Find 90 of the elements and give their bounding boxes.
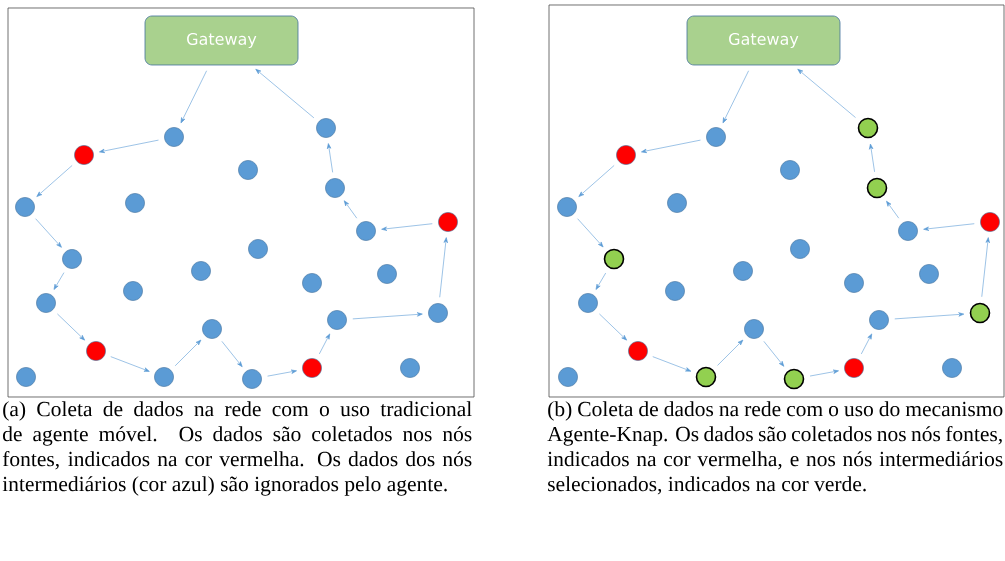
sensor-node [164,127,184,147]
sensor-node [706,127,726,147]
sensor-node [898,221,918,241]
sensor-node [665,281,685,301]
arrow [110,356,150,372]
sensor-node [74,145,94,165]
sensor-node [15,197,35,217]
arrow [326,143,333,173]
arrow [319,333,331,355]
arrow [180,70,207,124]
arrow [35,218,62,248]
arrow [797,68,856,118]
sensor-node [558,367,578,387]
sensor-node [302,358,322,378]
caption: (a) Coleta de dados na rede com o uso tradicional de agente móvel. Os dados são coletados nos nós fontes, indicados na cor vermelha. Os dados dos nós intermediários (cor azul) são ignorados pelo agente. [2,401,472,496]
panel-frame [548,4,1005,398]
sensor-node [667,193,687,213]
arrow [599,313,627,341]
sensor-node [844,273,864,293]
sensor-node [202,319,222,339]
arrow [267,369,297,377]
arrow [439,237,448,298]
arrow [57,313,85,341]
sensor-node [377,264,397,284]
arrow [99,139,159,153]
arrow [174,339,202,367]
sensor-node [191,261,211,281]
arrow [578,165,615,197]
sensor-node [123,281,143,301]
sensor-node [316,118,336,138]
arrow [255,68,315,119]
arrow [381,223,433,231]
gateway-box: Gateway [686,15,841,66]
sensor-node [428,303,448,323]
sensor-node [628,341,648,361]
sensor-node [238,160,258,180]
gateway-box: Gateway [144,15,299,66]
sensor-node [969,302,991,324]
arrow [352,312,423,320]
arrow [722,70,749,124]
sensor-node [242,369,262,389]
arrow [981,237,990,298]
sensor-node [844,358,864,378]
sensor-node [325,178,345,198]
arrow [717,339,744,366]
sensor-node [780,160,800,180]
sensor-node [62,249,82,269]
arrow [53,272,65,290]
sensor-node [980,212,1000,232]
sensor-node [327,310,347,330]
sensor-node [302,273,322,293]
arrow [36,165,73,197]
arrow [809,369,839,377]
sensor-node [695,366,717,388]
sensor-node [866,177,888,199]
arrow [923,223,975,231]
sensor-node [616,145,636,165]
sensor-node [400,358,420,378]
arrow [869,143,875,173]
sensor-node [733,261,753,281]
arrow [577,218,604,248]
sensor-node [869,310,889,330]
sensor-node [783,368,805,390]
arrow [641,139,701,153]
sensor-node [919,264,939,284]
sensor-node [603,248,625,270]
caption: (b) Coleta de dados na rede com o uso do mecanismo Agente-Knap. Os dados são coletados nos nós fontes, indicados na cor vermelha, e nos nós intermediários selecionados, indicados na cor verde. [547,401,1003,495]
arrow [886,200,900,219]
sensor-node [154,367,174,387]
sensor-node [557,197,577,217]
sensor-node [356,221,376,241]
sensor-node [86,341,106,361]
sensor-node [857,117,879,139]
arrow [595,272,606,290]
arrow [343,200,358,219]
arrow [861,333,873,355]
arrow [221,341,243,368]
sensor-node [248,239,268,259]
sensor-node [125,193,145,213]
sensor-node [744,319,764,339]
sensor-node [36,293,56,313]
sensor-node [16,367,36,387]
panel-frame [7,7,475,398]
arrow [894,312,965,320]
arrow [652,356,692,372]
sensor-node [790,239,810,259]
arrow [763,341,785,367]
sensor-node [438,212,458,232]
sensor-node [578,293,598,313]
sensor-node [942,358,962,378]
